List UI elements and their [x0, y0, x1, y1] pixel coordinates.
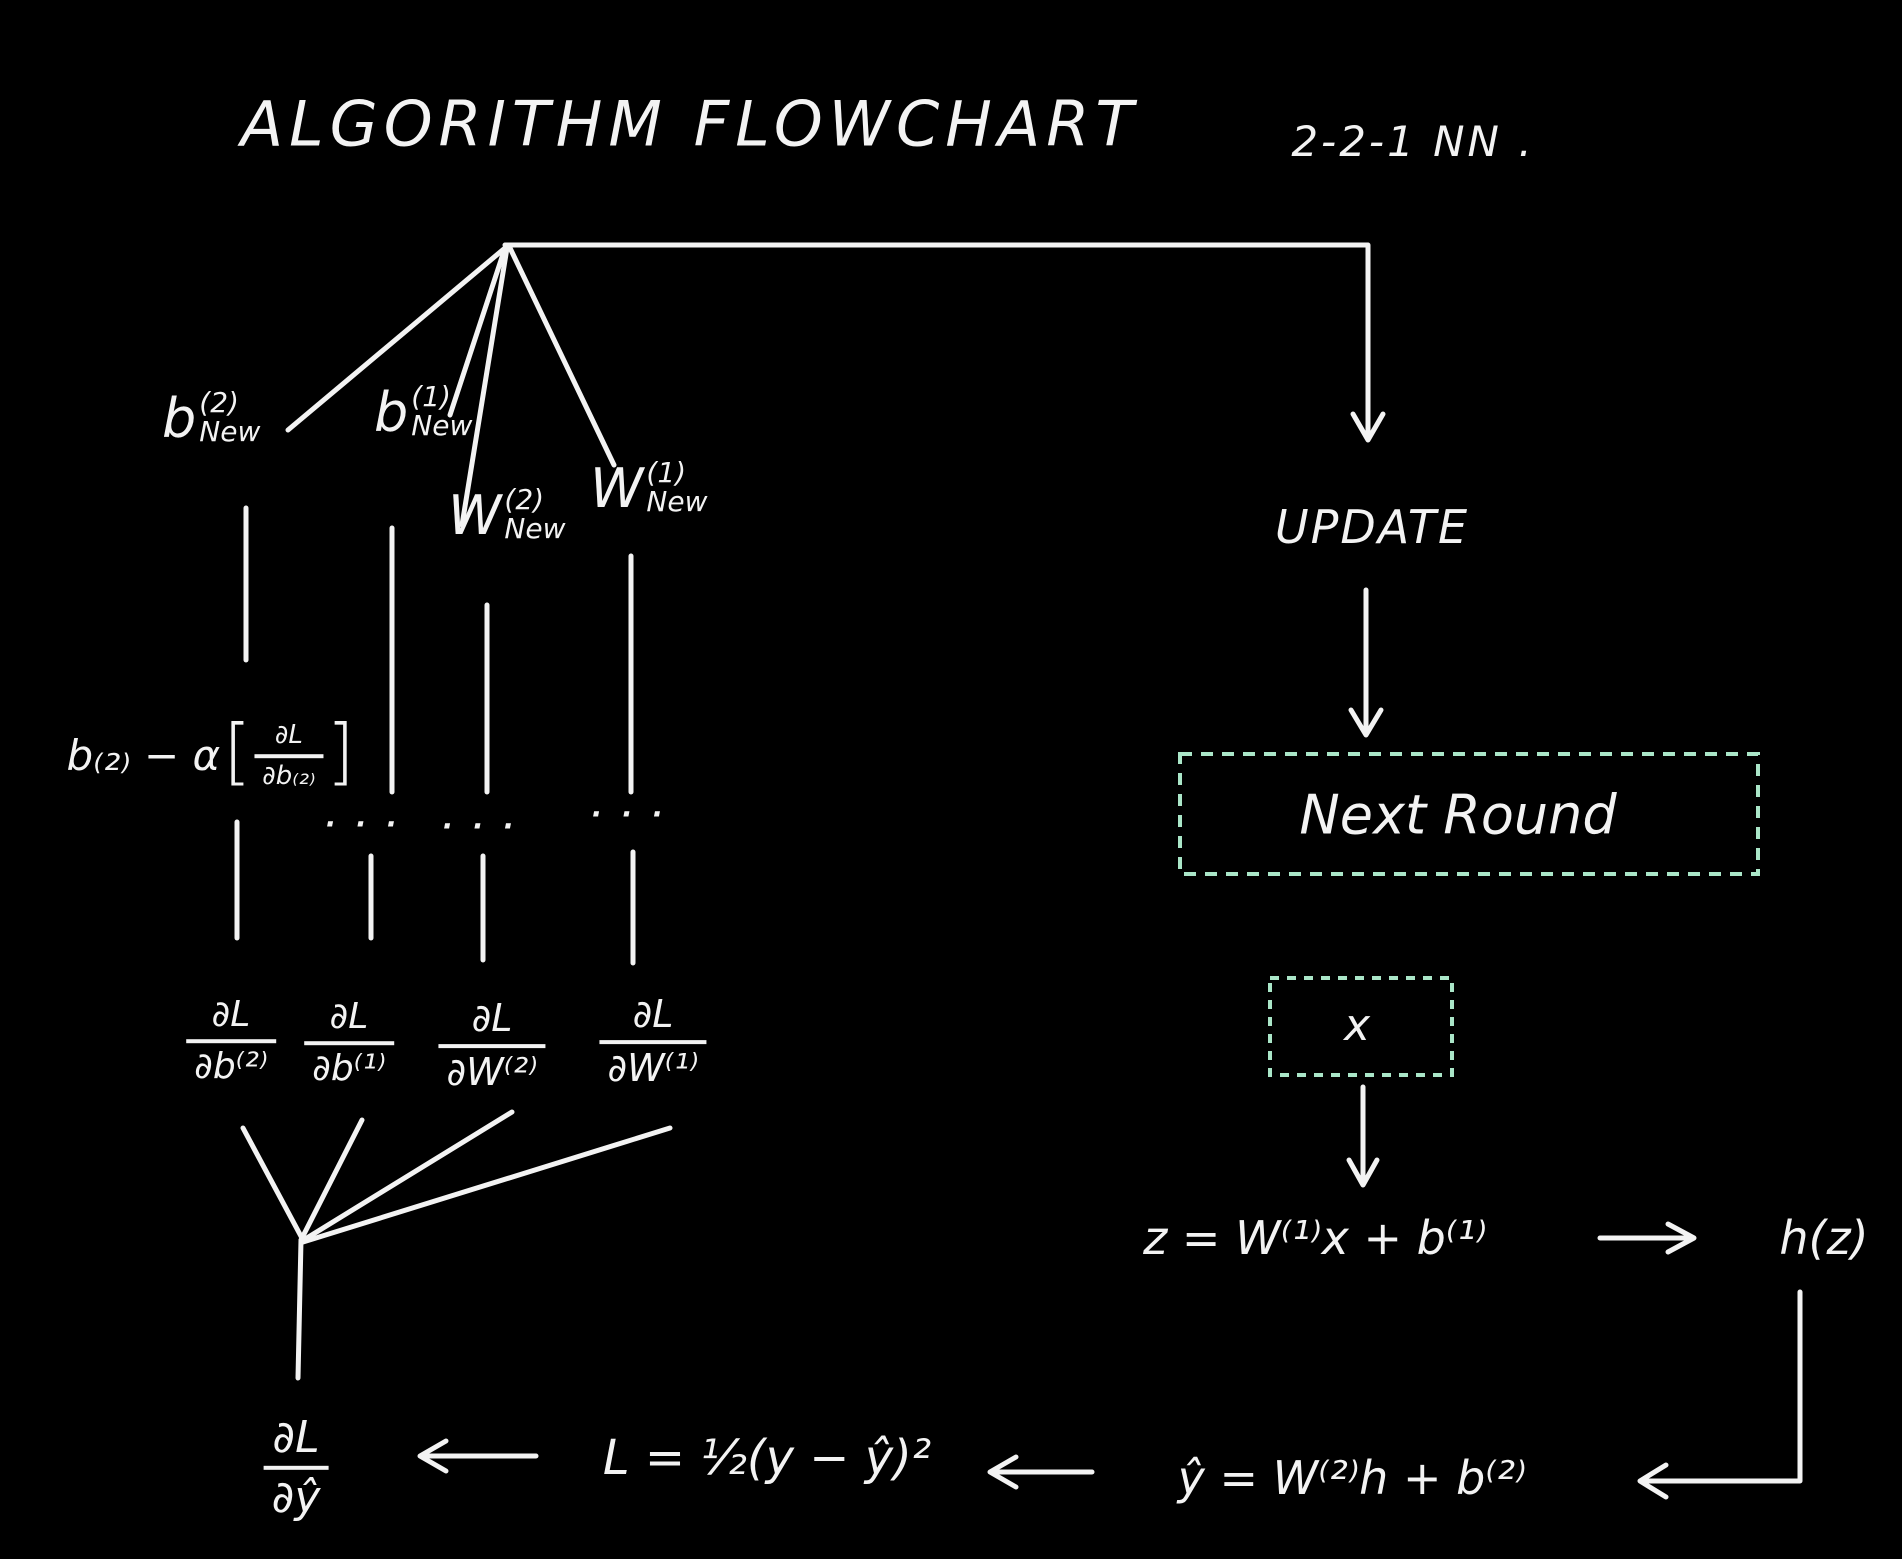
close-bracket: ]	[326, 709, 355, 794]
fraction-numerator: ∂L	[632, 992, 674, 1037]
fraction-numerator: ∂L	[329, 996, 369, 1038]
param-scripts: (1) New	[646, 458, 707, 517]
page-title: ALGORITHM FLOWCHART	[240, 87, 1140, 161]
output-to-loss-arrow	[987, 1454, 1095, 1490]
left-arrowhead-1	[1637, 1462, 1669, 1500]
ellipsis-w2: · · ·	[441, 809, 519, 843]
param-superscript: (2)	[199, 386, 239, 419]
fraction-denominator: ∂W⁽¹⁾	[599, 1040, 707, 1089]
fan-line-w2	[459, 245, 510, 528]
param-label-b2-new: b (2) New	[162, 387, 260, 450]
fraction-denominator: ∂b⁽¹⁾	[304, 1041, 394, 1088]
activation-to-output-connector	[1637, 1289, 1803, 1500]
branch-fan	[285, 245, 617, 528]
network-size-label: 2-2-1 NN .	[1291, 116, 1535, 166]
fraction-numerator: ∂L	[471, 996, 513, 1041]
ellipsis-b1: · · ·	[324, 807, 402, 841]
gradient-frac-b1: ∂L ∂b⁽¹⁾	[304, 998, 394, 1088]
param-base: b	[162, 387, 197, 450]
fan-line-w1	[507, 245, 617, 468]
param-superscript: (2)	[504, 483, 545, 516]
left-arrowhead-2	[987, 1454, 1019, 1490]
fraction-denominator: ∂b₍₂₎	[254, 754, 324, 790]
right-arrowhead-1	[1665, 1221, 1697, 1255]
open-bracket: [	[223, 709, 252, 794]
param-label-w2-new: W (2) New	[448, 484, 565, 547]
param-label-w1-new: W (1) New	[590, 457, 707, 520]
top-connector-line	[502, 242, 1371, 441]
update-rule-lhs: b₍₂₎ − α	[66, 730, 221, 780]
update-rule-fraction: ∂L ∂b₍₂₎	[254, 719, 324, 791]
param-base: W	[448, 484, 502, 547]
param-subscript: New	[504, 512, 566, 546]
param-scripts: (2) New	[504, 485, 565, 544]
input-box	[1268, 976, 1454, 1077]
gradient-frac-w2: ∂L ∂W⁽²⁾	[438, 996, 546, 1093]
update-label: UPDATE	[1274, 499, 1470, 554]
fraction-numerator: ∂L	[211, 994, 251, 1036]
fraction-denominator: ∂W⁽²⁾	[438, 1044, 546, 1093]
next-round-label: Next Round	[1299, 783, 1617, 847]
input-label: x	[1343, 999, 1371, 1051]
apex-to-update-connector	[502, 242, 1386, 443]
h-connector-line	[1639, 1289, 1803, 1484]
activation-label: h(z)	[1779, 1210, 1869, 1265]
gradient-converge-lines	[240, 1109, 673, 1381]
param-superscript: (1)	[646, 456, 687, 489]
param-subscript: New	[646, 485, 708, 519]
left-arrowhead-3	[417, 1438, 449, 1474]
fraction-numerator: ∂L	[274, 719, 303, 750]
ellipsis-w1: · · ·	[590, 797, 668, 831]
parameter-column-lines	[234, 505, 636, 966]
down-arrowhead-1	[1350, 411, 1386, 443]
output-equation: ŷ = W⁽²⁾h + b⁽²⁾	[1177, 1450, 1527, 1505]
param-subscript: New	[199, 415, 261, 449]
hidden-to-activation-arrow	[1597, 1221, 1697, 1255]
param-base: b	[374, 381, 409, 444]
param-scripts: (2) New	[199, 388, 260, 447]
converge-stem-line	[295, 1237, 304, 1381]
param-subscript: New	[411, 409, 473, 443]
loss-gradient-frac: ∂L ∂ŷ	[263, 1411, 329, 1521]
param-label-b1-new: b (1) New	[374, 381, 472, 444]
converge-line-w2	[299, 1109, 515, 1244]
converge-line-b1	[298, 1117, 365, 1243]
param-superscript: (1)	[411, 380, 451, 413]
loss-equation: L = ½(y − ŷ)²	[602, 1429, 932, 1486]
gradient-frac-w1: ∂L ∂W⁽¹⁾	[599, 992, 707, 1089]
fraction-denominator: ∂ŷ	[263, 1466, 329, 1521]
converge-line-w1	[300, 1125, 673, 1245]
fan-line-b2	[285, 245, 508, 433]
fan-line-b1	[447, 245, 508, 418]
converge-line-b2	[240, 1125, 306, 1243]
down-arrowhead-3	[1346, 1157, 1380, 1188]
down-arrowhead-2	[1348, 707, 1384, 738]
fraction-numerator: ∂L	[272, 1411, 320, 1463]
param-base: W	[590, 457, 644, 520]
fraction-denominator: ∂b⁽²⁾	[186, 1039, 276, 1086]
update-rule-expression: b₍₂₎ − α [ ∂L ∂b₍₂₎ ]	[66, 714, 357, 794]
gradient-frac-b2: ∂L ∂b⁽²⁾	[186, 996, 276, 1086]
loss-to-gradient-arrow	[417, 1438, 539, 1474]
next-round-box	[1178, 752, 1760, 876]
update-to-next-round-arrow	[1348, 587, 1384, 738]
hidden-equation: z = W⁽¹⁾x + b⁽¹⁾	[1143, 1210, 1487, 1265]
input-to-hidden-arrow	[1346, 1084, 1380, 1188]
param-scripts: (1) New	[411, 382, 472, 441]
